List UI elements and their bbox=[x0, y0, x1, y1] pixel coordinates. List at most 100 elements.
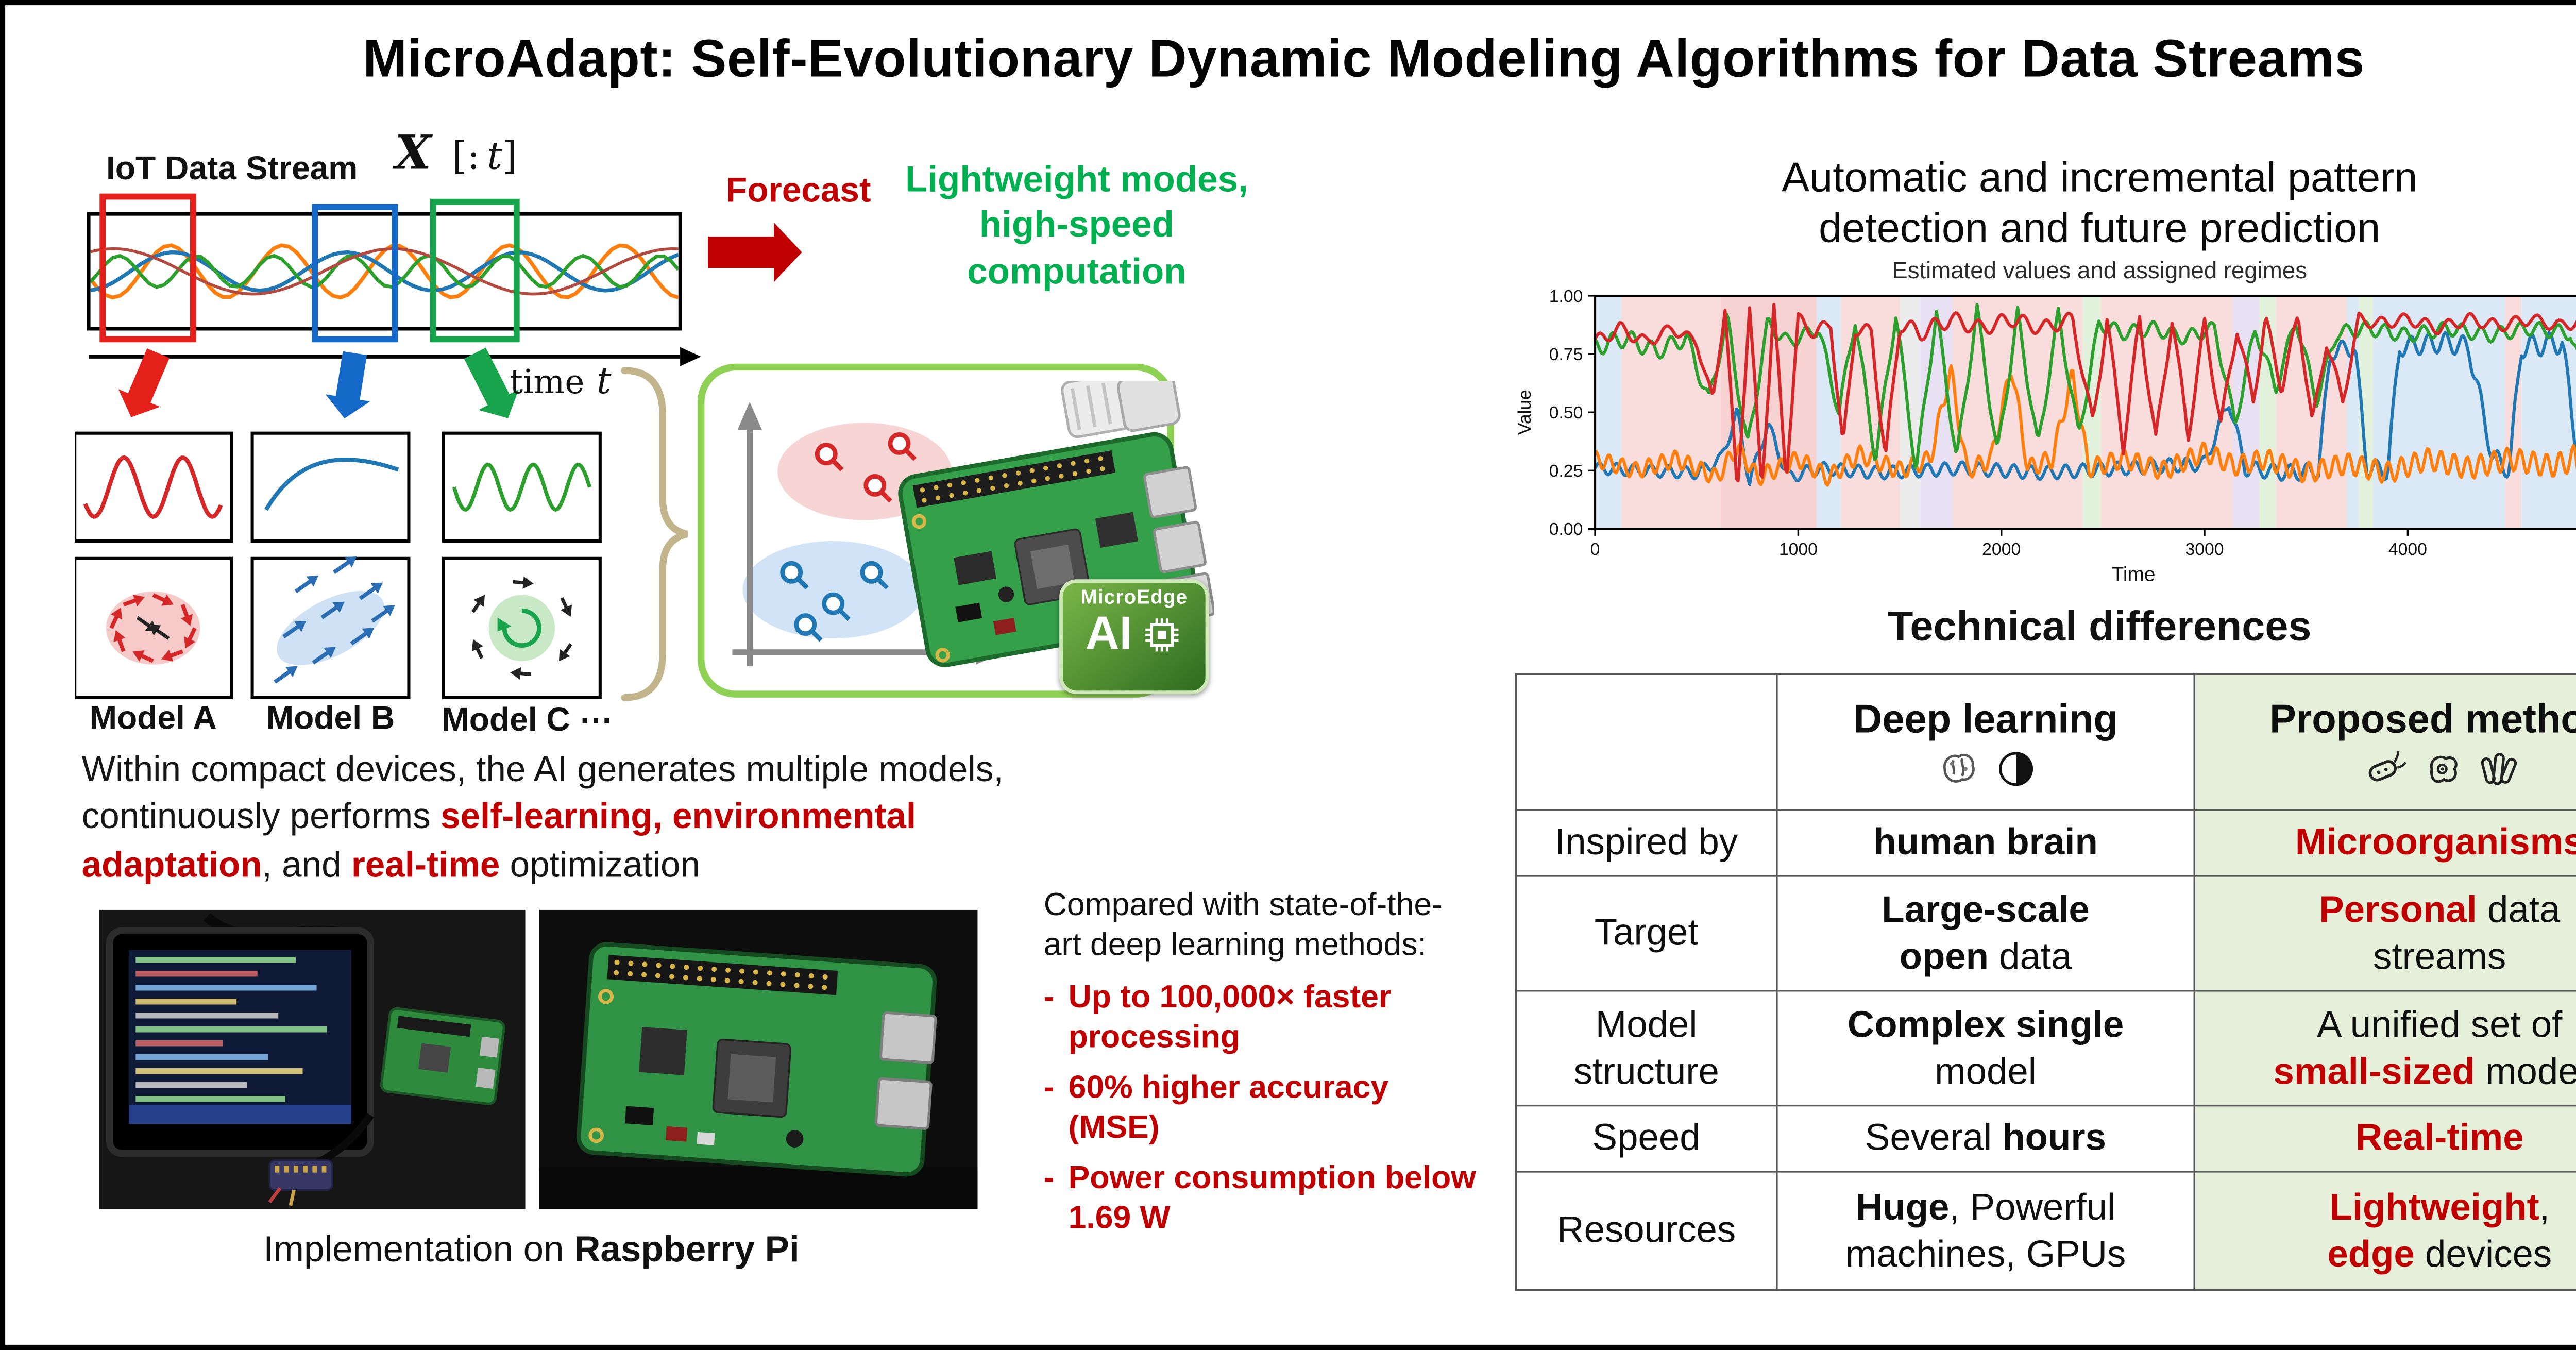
comparison-bullet-2: - 60% higher accuracy (MSE) bbox=[1044, 1068, 1479, 1146]
svg-text:3000: 3000 bbox=[2185, 539, 2224, 559]
proposed-method-icons bbox=[2202, 748, 2576, 790]
microedge-ai-badge: MicroEdge AI bbox=[1059, 579, 1209, 695]
comparison-bullet-3: - Power consumption below 1.69 W bbox=[1044, 1159, 1479, 1237]
header-empty-cell bbox=[1515, 673, 1778, 811]
text-segment: Raspberry Pi bbox=[574, 1230, 800, 1270]
svg-text:0.75: 0.75 bbox=[1549, 345, 1583, 364]
text-segment: A unified set of bbox=[2317, 1004, 2563, 1047]
comparison-bullet-1: - Up to 100,000× faster processing bbox=[1044, 977, 1479, 1056]
svg-text:Time: Time bbox=[2112, 564, 2156, 586]
bullet-text-2: 60% higher accuracy (MSE) bbox=[1068, 1068, 1389, 1144]
badge-ai-row: AI bbox=[1063, 607, 1206, 660]
inspired-by-proposed-cell: Microorganisms bbox=[2193, 808, 2576, 877]
text-segment: self-learning, environmental adaptation bbox=[81, 797, 917, 885]
text-segment: hours bbox=[2002, 1117, 2107, 1159]
bullet-dash: - bbox=[1043, 977, 1055, 1015]
iot-stream-label: IoT Data Stream bbox=[106, 151, 358, 188]
svg-text:1000: 1000 bbox=[1779, 539, 1818, 559]
comparison-block: Compared with state-of-the-art deep lear… bbox=[1044, 884, 1479, 1238]
description-paragraph: Within compact devices, the AI generates… bbox=[82, 746, 1065, 888]
text-segment: Implementation on bbox=[263, 1230, 574, 1270]
table-header-row: Deep learning bbox=[1515, 673, 2576, 811]
amoeba-icon bbox=[2429, 755, 2457, 783]
text-segment: , and bbox=[262, 845, 351, 885]
text-segment: optimization bbox=[500, 845, 701, 885]
time-word: time bbox=[510, 363, 585, 402]
svg-text:2000: 2000 bbox=[1982, 539, 2021, 559]
badge-ai-text: AI bbox=[1085, 607, 1132, 660]
chart-title: Estimated values and assigned regimes bbox=[1892, 257, 2308, 284]
header-proposed-method-cell: Proposed method bbox=[2193, 673, 2576, 811]
implementation-caption: Implementation on Raspberry Pi bbox=[75, 1230, 988, 1272]
resources-proposed-cell: Lightweight,edge devices bbox=[2193, 1171, 2576, 1291]
forecast-label: Forecast bbox=[725, 172, 871, 211]
bacilli-icon bbox=[2480, 753, 2516, 785]
text-segment: data bbox=[1989, 935, 2072, 977]
text-segment: Real-time bbox=[2355, 1117, 2524, 1159]
regime-timeseries-chart: 0100020003000400050000.000.250.500.751.0… bbox=[1515, 289, 2576, 586]
text-segment: Complex single bbox=[1847, 1004, 2124, 1047]
text-segment: devices bbox=[2414, 1233, 2552, 1275]
bullet-text-1: Up to 100,000× faster processing bbox=[1068, 977, 1392, 1054]
text-segment: data bbox=[2477, 889, 2561, 932]
stream-math-expression: X[:t] bbox=[395, 127, 517, 181]
pattern-detection-heading: Automatic and incremental pattern detect… bbox=[1782, 155, 2418, 252]
text-segment: , Powerful bbox=[1949, 1187, 2116, 1229]
badge-title: MicroEdge bbox=[1080, 588, 1188, 609]
slice-open-bracket: [: bbox=[452, 136, 480, 179]
chip-icon bbox=[1145, 617, 1179, 651]
poster-title: MicroAdapt: Self-Evolutionary Dynamic Mo… bbox=[363, 29, 2365, 89]
text-segment: human brain bbox=[1873, 821, 2098, 864]
text-segment: Lightweight bbox=[2329, 1187, 2539, 1229]
deep-learning-header-label: Deep learning bbox=[1853, 696, 2118, 741]
text-segment: models bbox=[2485, 1050, 2576, 1092]
svg-text:Value: Value bbox=[1515, 390, 1535, 435]
stream-models-diagram bbox=[75, 193, 802, 699]
brain-sketch-icon bbox=[1942, 753, 1974, 783]
slice-t-symbol: t bbox=[487, 136, 503, 179]
svg-text:0.50: 0.50 bbox=[1549, 403, 1583, 423]
inspired-by-deep-learning-cell: human brain bbox=[1776, 808, 2195, 877]
text-segment: streams bbox=[2373, 935, 2506, 977]
deep-learning-icons bbox=[1785, 748, 2187, 790]
text-segment: Large-scale bbox=[1882, 889, 2090, 932]
speed-deep-learning-cell: Several hours bbox=[1776, 1104, 2195, 1173]
table-row-speed: Speed Several hours Real-time bbox=[1515, 1104, 2576, 1173]
x-symbol: X bbox=[395, 127, 432, 181]
proposed-method-header-label: Proposed method bbox=[2269, 696, 2576, 741]
photo-raspberry-pi-closeup bbox=[539, 909, 978, 1209]
text-segment: Several bbox=[1865, 1117, 2003, 1159]
model-a-label: Model A bbox=[89, 701, 217, 738]
text-segment: real-time bbox=[351, 845, 500, 885]
text-segment: model bbox=[1935, 1050, 2037, 1092]
bullet-dash: - bbox=[1043, 1068, 1055, 1105]
svg-text:0: 0 bbox=[1590, 539, 1600, 559]
technical-differences-heading: Technical differences bbox=[1887, 603, 2312, 651]
svg-text:1.00: 1.00 bbox=[1549, 289, 1583, 306]
bacteria-icon bbox=[2367, 751, 2406, 782]
table-row-inspired-by: Inspired by human brain Microorganisms bbox=[1515, 808, 2576, 877]
comparison-intro: Compared with state-of-the-art deep lear… bbox=[1043, 885, 1443, 963]
row-label-speed: Speed bbox=[1515, 1104, 1778, 1173]
text-segment: machines, GPUs bbox=[1845, 1233, 2126, 1275]
row-label-inspired-by: Inspired by bbox=[1515, 808, 1778, 877]
bullet-text-3: Power consumption below 1.69 W bbox=[1068, 1159, 1476, 1235]
t-symbol: t bbox=[597, 360, 612, 402]
header-deep-learning-cell: Deep learning bbox=[1776, 673, 2195, 811]
svg-text:0.00: 0.00 bbox=[1549, 519, 1583, 539]
text-segment: , bbox=[2539, 1187, 2550, 1229]
model-c-label: Model C ⋯ bbox=[442, 703, 613, 739]
brace-glyph bbox=[621, 367, 688, 701]
raspberry-pi-illustration bbox=[898, 381, 1214, 667]
speed-proposed-cell: Real-time bbox=[2193, 1104, 2576, 1173]
